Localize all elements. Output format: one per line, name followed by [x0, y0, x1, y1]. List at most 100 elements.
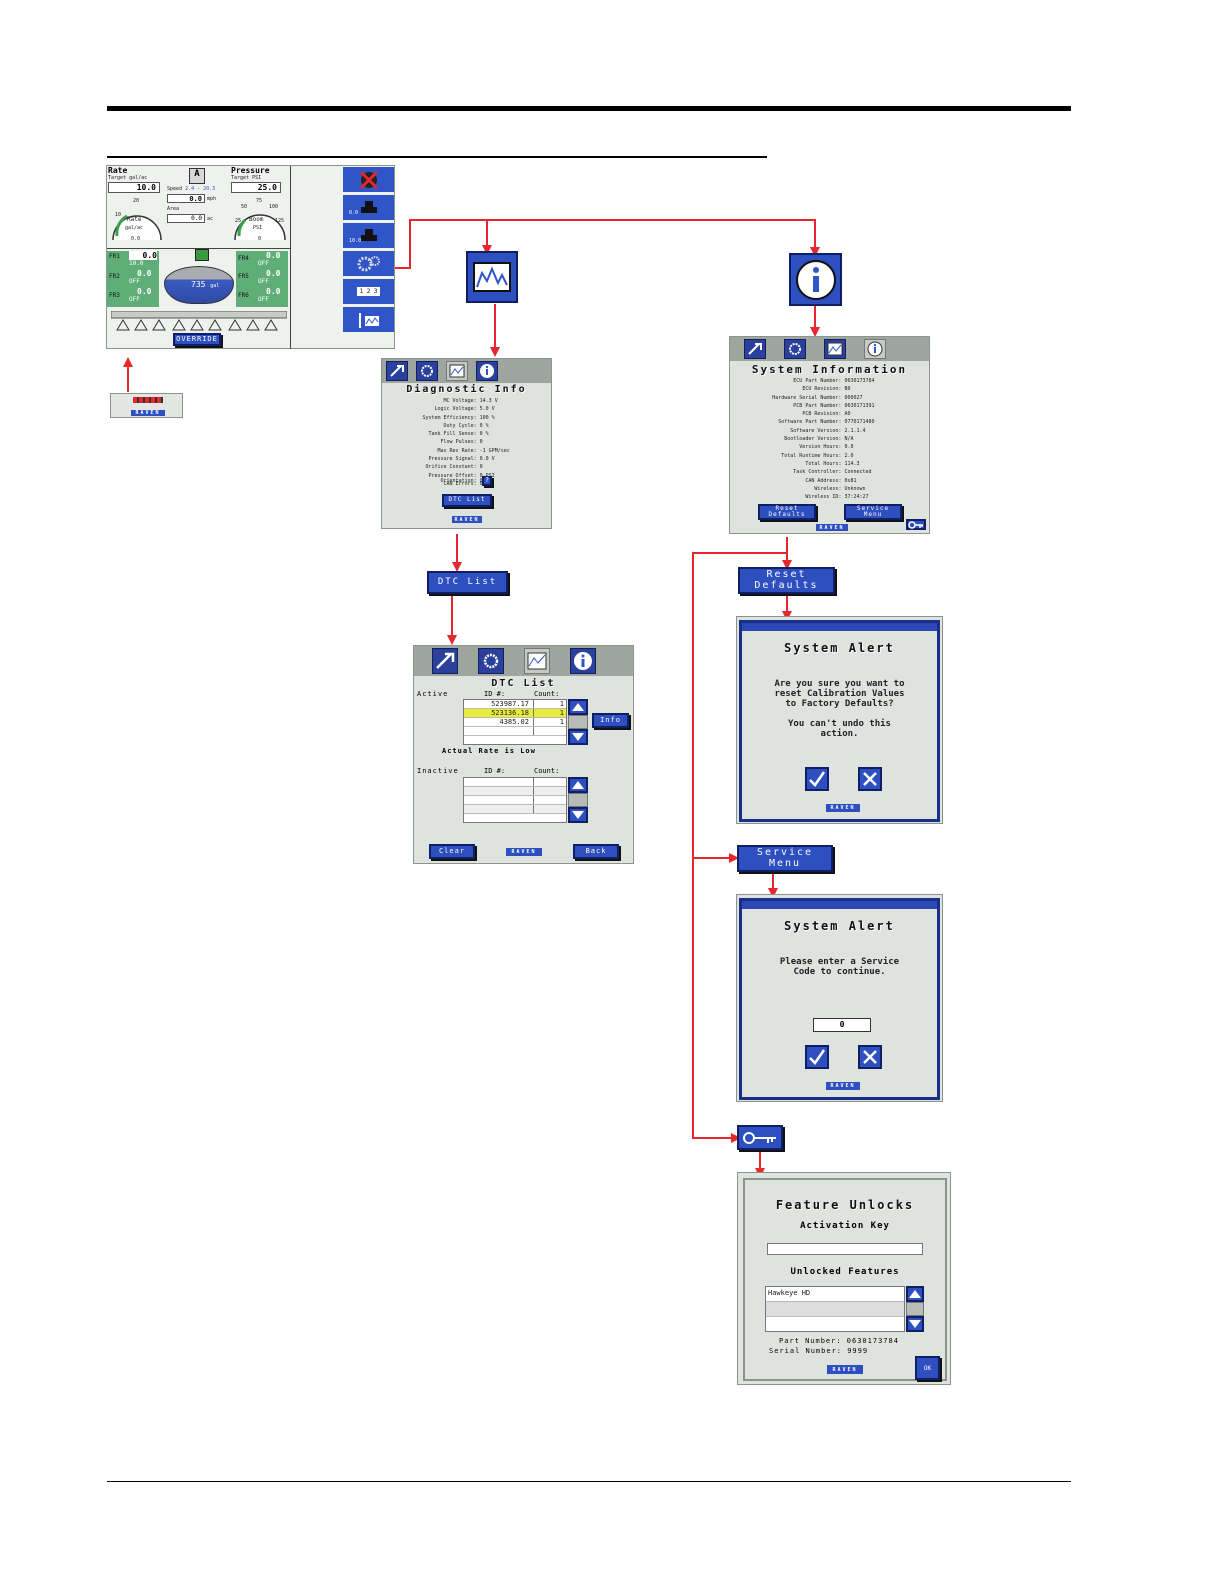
sysinfo-row: Total Hours:114.3	[805, 460, 860, 467]
main-divider	[107, 248, 290, 249]
sysinfo-row: Software Part Number:0770171480	[778, 419, 875, 426]
dtc-list-button[interactable]: DTC List	[427, 571, 508, 594]
tab-diagnostics-icon[interactable]	[446, 361, 468, 381]
nozzle-icon-1[interactable]: 0.0	[343, 195, 394, 220]
area-label: Area	[167, 206, 180, 212]
dtc-tabbar	[414, 646, 633, 676]
scroll-up-icon[interactable]	[906, 1286, 924, 1302]
inactive-count-header: Count:	[534, 767, 560, 775]
scroll-down-icon[interactable]	[906, 1316, 924, 1332]
counter-icon[interactable]: 1 2 3	[343, 279, 394, 304]
sysinfo-tabbar	[730, 337, 929, 361]
inactive-scrollbar[interactable]	[568, 777, 588, 823]
auto-mode-icon[interactable]: A	[189, 168, 205, 184]
tab-info-icon[interactable]	[570, 648, 596, 674]
diagnostic-info-screen: Diagnostic Info MC Voltage:14.3 V Logic …	[381, 358, 552, 529]
table-row-empty	[464, 805, 566, 814]
scroll-down-icon[interactable]	[568, 807, 588, 823]
tab-diagnostics-icon[interactable]	[824, 339, 846, 359]
tab-tools-icon[interactable]	[386, 361, 408, 381]
diagnostic-tabbar	[382, 359, 551, 383]
diagnostics-large-icon[interactable]	[466, 251, 518, 303]
section-rule	[107, 156, 767, 158]
sysinfo-row: Software Version:2.1.1.4	[790, 427, 866, 434]
feature-unlock-key-button[interactable]	[737, 1125, 783, 1150]
pressure-title: Pressure	[231, 166, 270, 175]
activation-key-input[interactable]	[767, 1243, 923, 1255]
active-scrollbar[interactable]	[568, 699, 588, 745]
scroll-down-icon[interactable]	[568, 729, 588, 745]
nozzle-icon-2[interactable]: 10.0	[343, 223, 394, 248]
sysinfo-row: PCB Revision:A0	[802, 411, 851, 418]
inactive-id-header: ID #:	[484, 767, 506, 775]
scroll-thumb[interactable]	[906, 1302, 924, 1316]
part-number: Part Number: 0630173784	[779, 1337, 899, 1345]
ok-button[interactable]: OK	[915, 1356, 940, 1380]
diagnostics-icon[interactable]	[343, 307, 394, 332]
list-item	[766, 1302, 904, 1317]
feature-unlocks-screen: Feature Unlocks Activation Key Unlocked …	[743, 1178, 947, 1381]
sysinfo-row: Bootloader Version:N/A	[784, 436, 854, 443]
sysinfo-row: ECU Revision:B0	[802, 386, 851, 393]
info-button[interactable]: Info	[592, 713, 629, 728]
tab-calibration-icon[interactable]	[784, 339, 806, 359]
rate-target-value[interactable]: 10.0	[108, 182, 160, 193]
sysinfo-row: PCB Part Number:0630171391	[793, 402, 875, 409]
feature-unlocks-title: Feature Unlocks	[775, 1198, 915, 1212]
table-row-empty	[464, 778, 566, 787]
override-button[interactable]: OVERRIDE	[173, 333, 221, 346]
cancel-x-button[interactable]	[858, 1045, 882, 1069]
scroll-thumb[interactable]	[568, 793, 588, 807]
service-alert-dialog: System Alert Please enter a Service Code…	[739, 898, 940, 1100]
service-code-input[interactable]: 0	[813, 1018, 871, 1032]
unlocked-features-label: Unlocked Features	[790, 1267, 900, 1277]
help-button[interactable]: ?	[482, 476, 492, 486]
tab-diagnostics-icon[interactable]	[524, 648, 550, 674]
unlocks-raven-logo: RAVEN	[827, 1365, 863, 1374]
tab-tools-icon[interactable]	[744, 339, 766, 359]
back-button[interactable]: Back	[573, 844, 619, 859]
speed-label: Speed 2.4 - 20.3	[167, 186, 216, 192]
tab-calibration-icon[interactable]	[478, 648, 504, 674]
confirm-check-button[interactable]	[805, 767, 829, 791]
sysinfo-row: Total Runtime Hours:2.0	[781, 452, 854, 459]
list-item[interactable]: Hawkeye HD	[766, 1287, 904, 1302]
clear-button[interactable]: Clear	[429, 844, 475, 859]
diagnostic-raven-logo: RAVEN	[452, 516, 482, 523]
serial-number: Serial Number: 9999	[769, 1347, 869, 1355]
tab-calibration-icon[interactable]	[416, 361, 438, 381]
cancel-x-button[interactable]	[858, 767, 882, 791]
sections-left: FR1 0.0 10.0 FR2 0.0 OFF FR3 0.0 OFF	[107, 251, 159, 307]
confirm-check-button[interactable]	[805, 1045, 829, 1069]
keypad-buttons[interactable]	[133, 397, 163, 403]
sysinfo-row: ECU Part Number:0630173784	[793, 378, 875, 384]
pressure-dial: 75 50 100 25 125 Boom PSI 0	[234, 198, 286, 242]
tab-info-icon[interactable]	[864, 339, 886, 359]
info-large-icon[interactable]	[789, 253, 842, 306]
features-scrollbar[interactable]	[906, 1286, 924, 1332]
service-alert-frame: System Alert Please enter a Service Code…	[736, 894, 943, 1102]
boom-off-icon[interactable]	[343, 167, 394, 192]
scroll-thumb[interactable]	[568, 715, 588, 729]
scroll-up-icon[interactable]	[568, 777, 588, 793]
pressure-target-value[interactable]: 25.0	[231, 182, 281, 193]
tab-tools-icon[interactable]	[432, 648, 458, 674]
keypad-device: RAVEN	[110, 393, 183, 418]
speed-value: 0.0	[167, 194, 205, 203]
sysinfo-row: CAN Address:0x81	[805, 477, 857, 484]
dtc-list-small-button[interactable]: DTC List	[442, 494, 492, 507]
key-small-icon[interactable]	[906, 519, 926, 530]
scroll-up-icon[interactable]	[568, 699, 588, 715]
tab-info-icon[interactable]	[476, 361, 498, 381]
settings-gears-icon[interactable]	[343, 251, 394, 276]
counter-icon-label: 1 2 3	[357, 287, 380, 296]
